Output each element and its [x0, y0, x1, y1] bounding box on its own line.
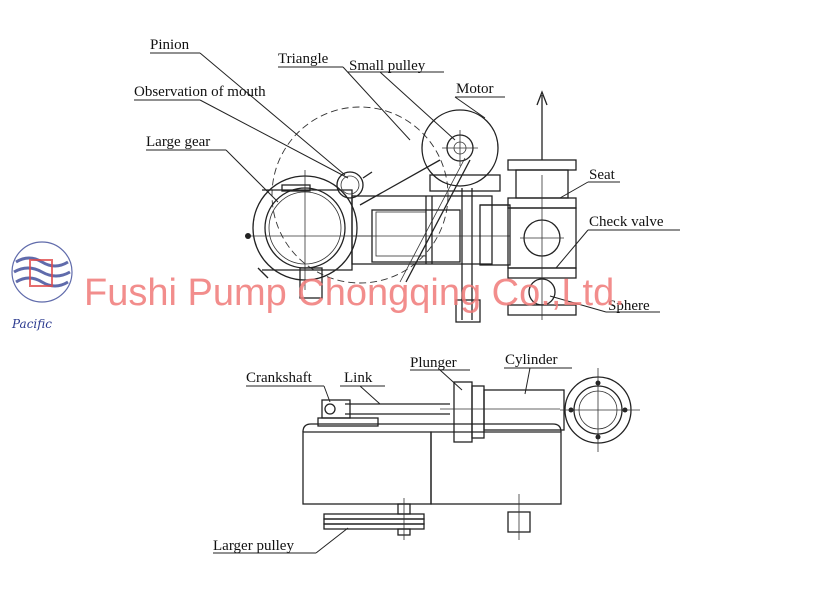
plan-view	[302, 368, 640, 540]
front-elevation	[245, 90, 577, 323]
label-small-pulley: Small pulley	[349, 58, 426, 74]
leader-lines-bottom	[213, 367, 572, 554]
label-crankshaft: Crankshaft	[246, 370, 313, 386]
label-sphere: Sphere	[608, 298, 650, 314]
watermark-company: Fushi Pump Chongqing Co.,Ltd.	[84, 272, 625, 314]
leader-lines-top	[134, 52, 680, 313]
label-cylinder: Cylinder	[505, 352, 558, 368]
pinion	[336, 171, 373, 199]
label-larger-pulley: Larger pulley	[213, 538, 294, 554]
crankshaft	[317, 399, 379, 427]
label-motor: Motor	[456, 81, 494, 97]
logo-text: Pacific	[11, 317, 52, 331]
label-check-valve: Check valve	[589, 214, 664, 230]
label-pinion: Pinion	[150, 37, 190, 53]
valve-block	[507, 90, 577, 320]
label-large-gear: Large gear	[146, 134, 210, 150]
label-plunger: Plunger	[410, 355, 457, 371]
label-seat: Seat	[589, 167, 616, 183]
label-link: Link	[344, 370, 373, 386]
motor	[421, 109, 501, 192]
pacific-logo-icon: Pacific	[11, 241, 73, 331]
label-triangle: Triangle	[278, 51, 329, 67]
watermark: Pacific Fushi Pump Chongqing Co.,Ltd.	[11, 241, 625, 331]
label-observation-mouth: Observation of mouth	[134, 84, 266, 100]
larger-pulley	[323, 494, 531, 540]
